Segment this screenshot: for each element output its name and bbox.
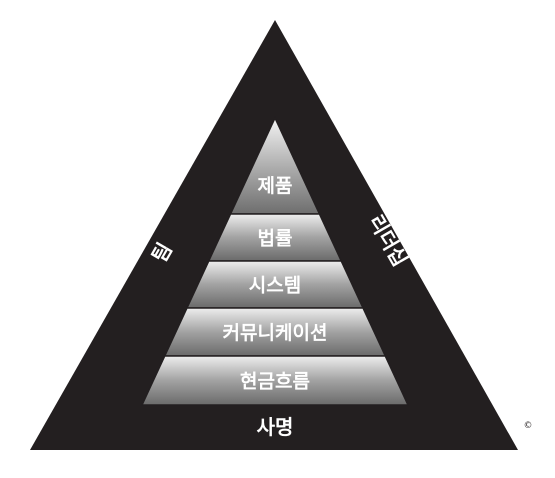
- layer-cashflow: [140, 355, 410, 406]
- layer-label-communication: 커뮤니케이션: [223, 322, 328, 344]
- layer-label-cashflow: 현금흐름: [240, 371, 310, 393]
- copyright-mark: ©: [524, 421, 533, 431]
- layer-label-legal: 법률: [258, 228, 293, 250]
- layer-label-product: 제품: [258, 175, 293, 197]
- base-label: 사명: [257, 415, 294, 439]
- layer-label-system: 시스템: [249, 275, 301, 297]
- base-band: 사명: [257, 415, 294, 439]
